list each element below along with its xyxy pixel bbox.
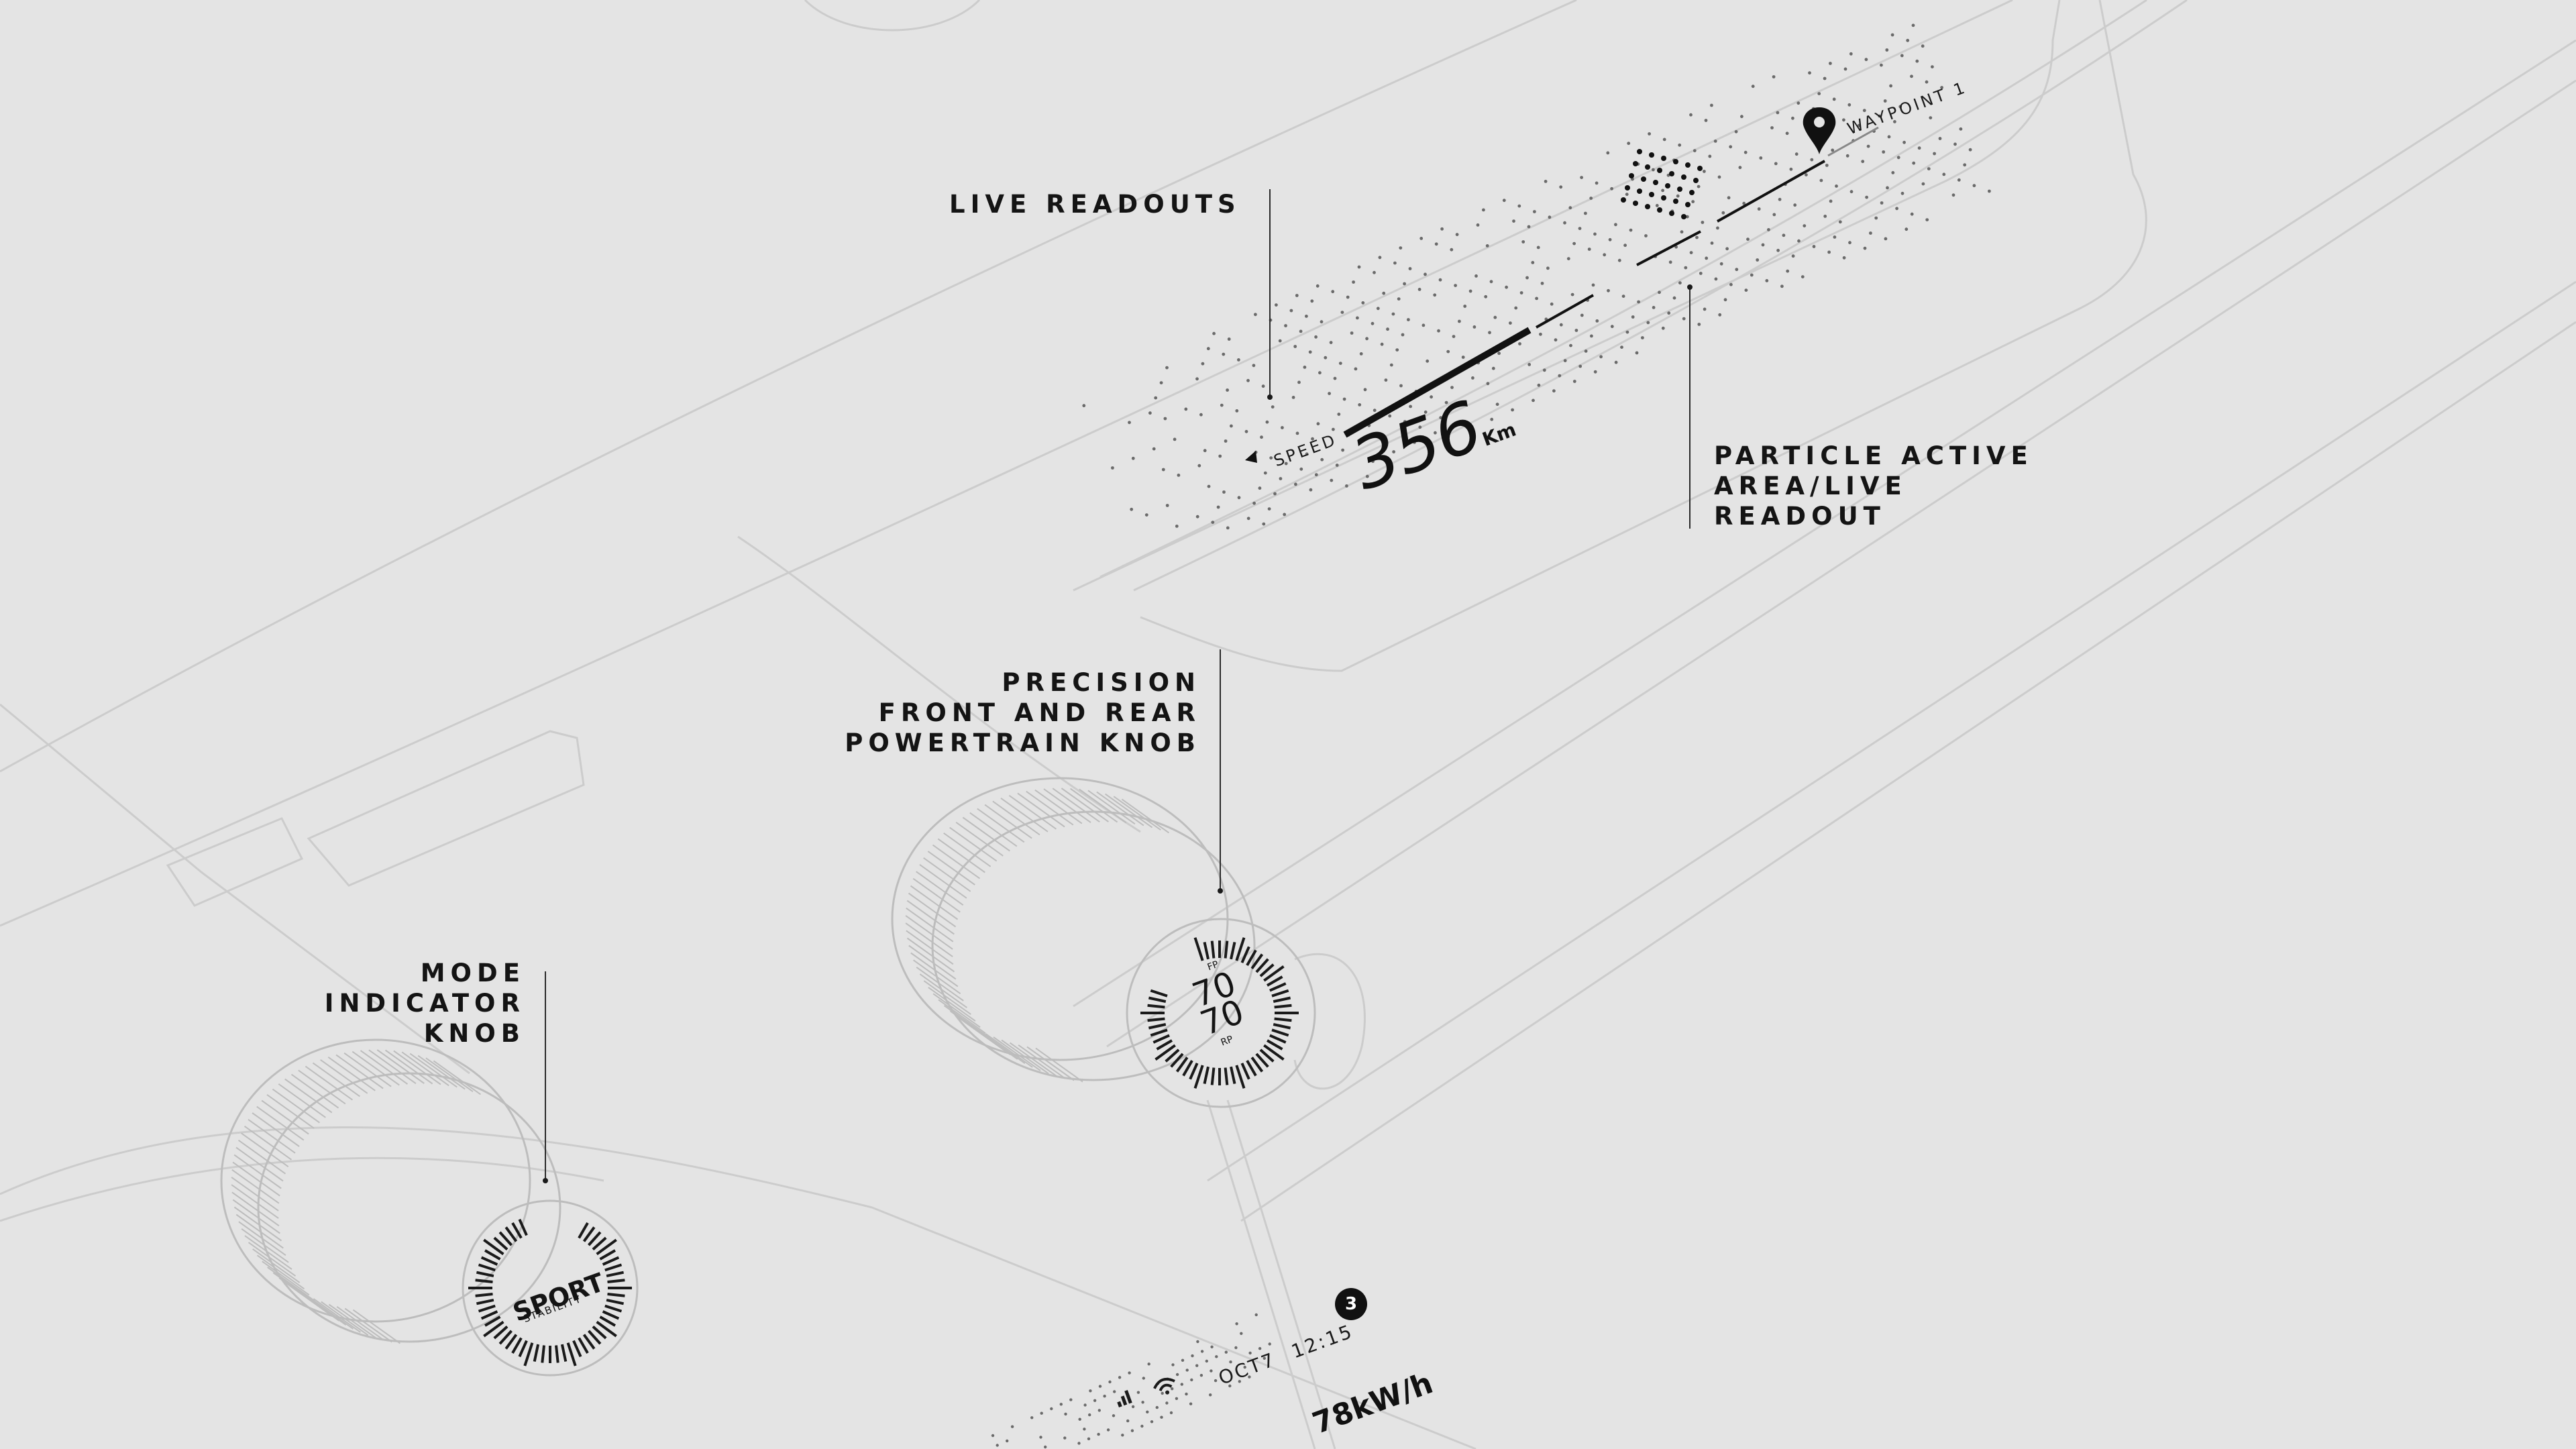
notification-badge[interactable]: 3: [1335, 1288, 1367, 1320]
location-pin-icon: [1803, 107, 1836, 154]
signal-bars-icon: [1114, 1390, 1132, 1407]
speed-unit: Km: [1479, 418, 1519, 450]
speed-arrow-icon: [1245, 451, 1257, 463]
callout-precision-knob-line-1: PRECISION: [845, 667, 1201, 698]
lower-trim-2: [0, 1158, 604, 1221]
callout-live-readouts-text: LIVE READOUTS: [949, 189, 1241, 219]
route-segment-3: [1717, 161, 1825, 221]
callout-mode-knob: MODE INDICATOR KNOB: [325, 958, 525, 1049]
callout-mode-knob-line-3: KNOB: [325, 1018, 525, 1049]
callout-live-readouts: LIVE READOUTS: [949, 189, 1241, 219]
leader-dot-particle: [1687, 284, 1693, 290]
route-segment-1: [1536, 295, 1593, 327]
callout-particle-line-2: AREA/LIVE: [1714, 471, 2033, 501]
particle-cluster: [1621, 149, 1703, 219]
callout-particle: PARTICLE ACTIVE AREA/LIVE READOUT: [1714, 441, 2033, 531]
powertrain-knob-body: [892, 778, 1315, 1107]
display-housing-2: [1140, 0, 2146, 671]
trim-line-4: [1228, 1100, 1335, 1449]
callout-precision-knob-line-3: POWERTRAIN KNOB: [845, 728, 1201, 758]
leader-mode-knob: [545, 971, 546, 1181]
dash-outline-upper: [0, 0, 1576, 771]
stalk-loop: [1295, 954, 1364, 1089]
wifi-icon: [1152, 1376, 1178, 1398]
leader-precision-knob: [1220, 649, 1221, 891]
mode-knob-body: [221, 1040, 637, 1375]
leader-dot-live-readouts: [1267, 394, 1273, 400]
callout-particle-line-3: READOUT: [1714, 501, 2033, 531]
callout-precision-knob-line-2: FRONT AND REAR: [845, 698, 1201, 728]
trim-line-3: [1208, 1100, 1315, 1449]
callout-particle-line-1: PARTICLE ACTIVE: [1714, 441, 2033, 471]
callout-mode-knob-line-2: INDICATOR: [325, 988, 525, 1018]
callout-precision-knob: PRECISION FRONT AND REAR POWERTRAIN KNOB: [845, 667, 1201, 758]
vent-1: [309, 731, 584, 885]
leader-live-readouts: [1269, 189, 1271, 397]
leader-particle: [1689, 287, 1690, 529]
leader-dot-mode-knob: [543, 1178, 548, 1183]
leader-dot-precision-knob: [1218, 888, 1223, 894]
trim-line-5: [805, 0, 979, 30]
dash-outline-lower: [0, 0, 2012, 926]
console-rail-2: [1107, 80, 2576, 1046]
callout-mode-knob-line-1: MODE: [325, 958, 525, 988]
